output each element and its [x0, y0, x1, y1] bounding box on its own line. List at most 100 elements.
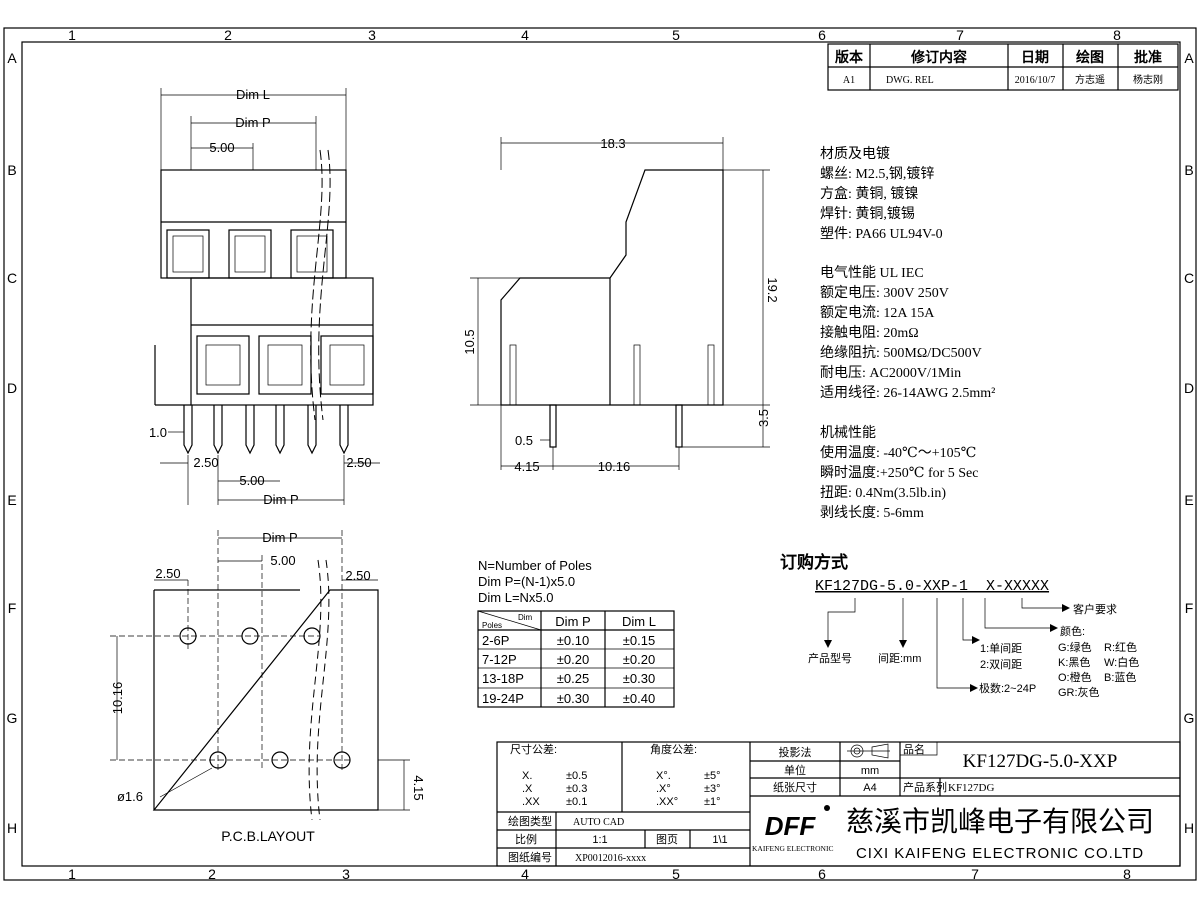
- svg-text:X.: X.: [522, 770, 532, 782]
- svg-text:±0.5: ±0.5: [566, 770, 587, 782]
- ordering-code-text: KF127DG-5.0-XXP-1 X-XXXXX: [815, 578, 1049, 595]
- zone-col: 5: [672, 27, 680, 43]
- zone-col: 7: [956, 27, 964, 43]
- rev-header: 版本: [835, 49, 864, 65]
- svg-text:±0.20: ±0.20: [623, 652, 655, 667]
- svg-text:产品系列: 产品系列: [903, 780, 947, 794]
- svg-text:19-24P: 19-24P: [482, 691, 524, 706]
- table-header: Dim L: [622, 614, 656, 629]
- ordering-title: 订购方式: [780, 552, 848, 572]
- pin-span-dim: 10.16: [598, 459, 631, 474]
- svg-text:7-12P: 7-12P: [482, 652, 517, 667]
- company-name-small: KAIFENG ELECTRONIC: [752, 844, 833, 853]
- spacing-option: 2:双间距: [980, 658, 1022, 671]
- corner-label: Dim: [518, 613, 533, 622]
- svg-text:±0.30: ±0.30: [557, 691, 589, 706]
- company-name-cn: 慈溪市凯峰电子有限公司: [846, 806, 1154, 837]
- width-dim: 18.3: [600, 136, 625, 151]
- offset-label: 2.50: [346, 455, 371, 470]
- zone-row: D: [7, 380, 17, 396]
- offset-label: 2.50: [193, 455, 218, 470]
- zone-row: B: [1184, 162, 1193, 178]
- rev-cell: 方志遥: [1075, 73, 1105, 86]
- zone-row: A: [7, 50, 17, 66]
- company-logo: DFF: [765, 811, 817, 841]
- side-view: 18.3 19.2 10.5 3.5 0.5 4.15 10.16: [462, 136, 780, 474]
- zone-row: F: [1185, 600, 1194, 616]
- zone-row: H: [1184, 820, 1194, 836]
- zone-col: 7: [971, 866, 979, 882]
- product-name: KF127DG-5.0-XXP: [963, 751, 1118, 772]
- zone-row: F: [8, 600, 17, 616]
- offset-label: 2.50: [345, 568, 370, 583]
- spec-line: 焊针: 黄铜,镀锡: [820, 205, 915, 222]
- pole-tolerance: N=Number of Poles Dim P=(N-1)x5.0 Dim L=…: [477, 558, 675, 708]
- spec-line: 机械性能: [820, 425, 876, 441]
- svg-text:.XX: .XX: [522, 796, 540, 808]
- zone-col: 8: [1123, 866, 1131, 882]
- edge-dim: 4.15: [411, 775, 426, 800]
- rev-cell: 2016/10/7: [1015, 75, 1056, 86]
- pcb-layout: Dim P 5.00 2.50 2.50 10.16 4.15 ø1.6 P.C…: [110, 530, 426, 844]
- row-span-dim: 10.16: [110, 682, 125, 715]
- spec-line: 绝缘阻抗: 500MΩ/DC500V: [820, 345, 982, 361]
- specifications: 材质及电镀 螺丝: M2.5,钢,镀锌 方盒: 黄铜, 镀镍 焊针: 黄铜,镀锡…: [820, 145, 995, 521]
- zone-row: C: [1184, 270, 1194, 286]
- pin-offset-dim: 4.15: [514, 459, 539, 474]
- pitch-label: 5.00: [209, 140, 234, 155]
- dim-p-label: Dim P: [262, 530, 297, 545]
- svg-text:图纸编号: 图纸编号: [508, 850, 552, 864]
- color-option: R:红色: [1104, 640, 1137, 654]
- rev-cell: 杨志刚: [1133, 73, 1163, 86]
- dim-l-label: Dim L: [236, 87, 270, 102]
- svg-text:±5°: ±5°: [704, 770, 721, 782]
- spec-line: 额定电压: 300V 250V: [820, 285, 949, 301]
- svg-text:品名: 品名: [903, 742, 925, 756]
- pin-length-dim: 3.5: [756, 409, 771, 427]
- zone-row: E: [7, 492, 16, 508]
- page: 1\1: [712, 834, 727, 846]
- color-title: 颜色:: [1060, 624, 1085, 638]
- zone-row: H: [7, 820, 17, 836]
- pitch-label: 5.00: [239, 473, 264, 488]
- zone-row: A: [1184, 50, 1194, 66]
- rev-header: 修订内容: [910, 49, 967, 65]
- svg-text:.X: .X: [522, 783, 533, 795]
- zone-col: 2: [208, 866, 216, 882]
- spec-line: 剥线长度: 5-6mm: [820, 505, 924, 521]
- svg-text:13-18P: 13-18P: [482, 671, 524, 686]
- offset-label: 2.50: [155, 566, 180, 581]
- ordering-code: 订购方式 KF127DG-5.0-XXP-1 X-XXXXX 产品型号 间距:m…: [780, 552, 1139, 699]
- svg-text:投影法: 投影法: [779, 745, 812, 759]
- draw-type: AUTO CAD: [573, 817, 624, 828]
- pcb-title: P.C.B.LAYOUT: [221, 828, 315, 844]
- svg-text:±3°: ±3°: [704, 783, 721, 795]
- spec-line: 材质及电镀: [820, 145, 890, 162]
- svg-text:图页: 图页: [656, 833, 678, 846]
- zone-col: 3: [342, 866, 350, 882]
- color-option: K:黑色: [1058, 655, 1090, 669]
- customer-label: 客户要求: [1073, 602, 1117, 616]
- model-label: 产品型号: [808, 651, 852, 665]
- svg-text:±0.1: ±0.1: [566, 796, 587, 808]
- dim-p-label: Dim P: [263, 492, 298, 507]
- svg-text:±0.30: ±0.30: [623, 671, 655, 686]
- rev-cell: A1: [843, 75, 855, 86]
- table-row: 2-6P±0.10±0.15: [482, 633, 655, 648]
- formula-line: N=Number of Poles: [478, 558, 592, 573]
- rev-header: 日期: [1021, 49, 1049, 65]
- svg-text:单位: 单位: [784, 763, 806, 777]
- svg-text:±0.10: ±0.10: [557, 633, 589, 648]
- pin-width-label: 1.0: [149, 425, 167, 440]
- spec-line: 使用温度: -40℃～+105℃: [820, 444, 976, 461]
- svg-text:比例: 比例: [515, 832, 537, 846]
- zone-col: 1: [68, 866, 76, 882]
- zone-col: 5: [672, 866, 680, 882]
- spec-line: 额定电流: 12A 15A: [820, 305, 935, 321]
- zone-col: 6: [818, 866, 826, 882]
- svg-text:纸张尺寸: 纸张尺寸: [773, 780, 817, 794]
- spec-line: 螺丝: M2.5,钢,镀锌: [820, 165, 934, 182]
- rev-header: 绘图: [1076, 49, 1104, 65]
- svg-text:±0.25: ±0.25: [557, 671, 589, 686]
